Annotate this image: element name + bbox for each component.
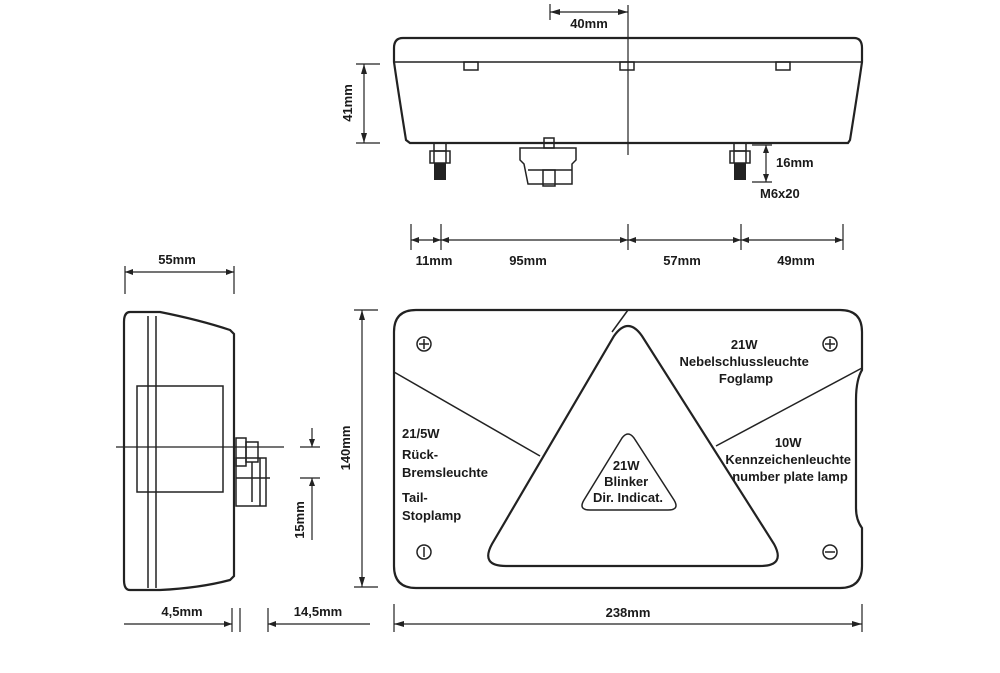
dim-arrow xyxy=(411,237,419,243)
top-view-clip xyxy=(775,61,791,71)
dim-57-label: 57mm xyxy=(663,253,701,268)
dim-15-label: 15mm xyxy=(292,501,307,539)
dim-arrow xyxy=(226,269,234,275)
dim-arrow xyxy=(441,237,449,243)
dim-arrow xyxy=(359,577,365,587)
bottom-dimension-row: 11mm 95mm 57mm 49mm xyxy=(410,224,844,268)
dim-arrow xyxy=(741,237,749,243)
top-view: 40mm 41mm xyxy=(340,4,864,201)
screw-icon xyxy=(416,336,432,352)
dim-arrow xyxy=(618,9,628,15)
stud-spec-label: M6x20 xyxy=(760,186,800,201)
dim-arrow xyxy=(268,621,276,627)
screw-icon xyxy=(822,336,838,352)
dim-arrow xyxy=(361,64,367,74)
top-view-clip xyxy=(463,61,479,71)
divider-line xyxy=(715,367,863,447)
dim-55-label: 55mm xyxy=(158,252,196,267)
dim-arrow xyxy=(628,237,636,243)
dim-238-label: 238mm xyxy=(606,605,651,620)
dim-arrow xyxy=(125,269,133,275)
front-view-housing xyxy=(392,308,864,590)
side-view-inner-panel xyxy=(136,385,224,493)
dim-arrow xyxy=(394,621,404,627)
indicator-triangle xyxy=(581,433,677,511)
dim-arrow xyxy=(359,310,365,320)
dim-arrow xyxy=(835,237,843,243)
connector-top xyxy=(519,137,577,187)
dim-16-label: 16mm xyxy=(776,155,814,170)
stud-left xyxy=(429,142,451,180)
triangle-reflector xyxy=(487,324,779,568)
dim-arrow xyxy=(852,621,862,627)
side-view: 55mm 15mm 4,5mm 14,5mm xyxy=(116,252,370,632)
dim-arrow xyxy=(224,621,232,627)
divider-line xyxy=(393,371,541,457)
dim-140-label: 140mm xyxy=(338,426,353,471)
dim-arrow xyxy=(433,237,441,243)
tail-lamp-label: 21/5W Rück- Bremsleuchte Tail- Stoplamp xyxy=(402,426,492,523)
dim-40-label: 40mm xyxy=(570,16,608,31)
plate-lamp-label: 10W Kennzeichenleuchte number plate lamp xyxy=(725,435,854,484)
top-view-housing xyxy=(392,36,864,145)
stud-right xyxy=(729,142,751,180)
dim-49-label: 49mm xyxy=(777,253,815,268)
dim-arrow xyxy=(361,133,367,143)
screw-icon xyxy=(822,544,838,560)
dim-arrow xyxy=(550,9,560,15)
dim-arrow xyxy=(620,237,628,243)
dim-arrow xyxy=(763,145,769,153)
dim-arrow xyxy=(733,237,741,243)
dim-arrow xyxy=(309,478,315,486)
connector-side xyxy=(235,437,270,507)
dim-4-5-label: 4,5mm xyxy=(161,604,202,619)
dim-95-label: 95mm xyxy=(509,253,547,268)
dim-41-label: 41mm xyxy=(340,84,355,122)
divider-line xyxy=(611,309,629,333)
screw-icon xyxy=(416,544,432,560)
top-view-clip xyxy=(619,61,635,71)
dim-arrow xyxy=(763,174,769,182)
front-view: 140mm 21W Nebelschlussl xyxy=(338,308,864,632)
dim-14-5-label: 14,5mm xyxy=(294,604,342,619)
indicator-label: 21W Blinker Dir. Indicat. xyxy=(593,458,663,505)
side-view-body xyxy=(122,310,236,592)
fog-lamp-label: 21W Nebelschlussleuchte Foglamp xyxy=(680,337,813,386)
dim-11-label: 11mm xyxy=(416,253,453,268)
dim-arrow xyxy=(309,439,315,447)
